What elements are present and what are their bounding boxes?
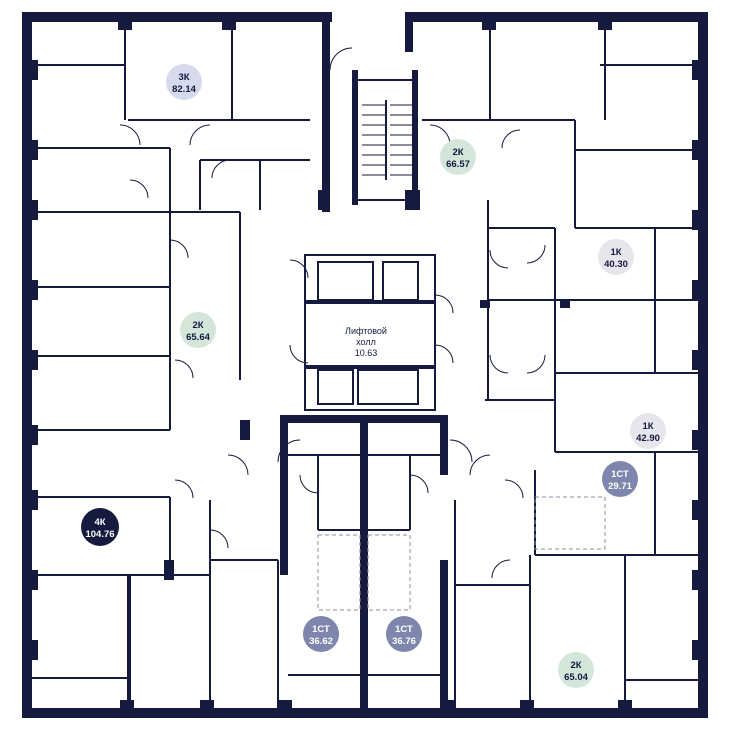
lift-core xyxy=(304,254,436,411)
unit-badge-2k-65-right[interactable]: 2К 65.04 xyxy=(558,652,594,688)
staircase xyxy=(352,70,418,205)
hall-area: 10.63 xyxy=(355,348,378,358)
unit-badge-1ct-36-62[interactable]: 1СТ 36.62 xyxy=(303,616,339,652)
studio-block xyxy=(280,415,606,708)
unit-area: 82.14 xyxy=(172,84,196,95)
doors xyxy=(119,47,546,579)
unit-badge-3k-82[interactable]: 3К 82.14 xyxy=(166,64,202,100)
unit-badge-1ct-36-76[interactable]: 1СТ 36.76 xyxy=(386,616,422,652)
unit-type: 2К xyxy=(452,147,463,158)
unit-badge-2k-65-left[interactable]: 2К 65.64 xyxy=(180,312,216,348)
unit-type: 1СТ xyxy=(312,624,330,635)
unit-area: 36.76 xyxy=(392,636,416,647)
unit-type: 2К xyxy=(570,660,581,671)
unit-type: 1СТ xyxy=(395,624,413,635)
unit-area: 66.57 xyxy=(446,159,470,170)
unit-badge-1k-40[interactable]: 1К 40.30 xyxy=(598,239,634,275)
outer-walls xyxy=(22,12,708,718)
interior-walls xyxy=(32,22,698,708)
unit-area: 36.62 xyxy=(309,636,333,647)
unit-type: 1СТ xyxy=(611,469,629,480)
unit-badge-2k-66[interactable]: 2К 66.57 xyxy=(440,139,476,175)
unit-area: 29.71 xyxy=(608,481,632,492)
unit-type: 4К xyxy=(94,517,105,528)
unit-area: 42.90 xyxy=(636,433,660,444)
unit-area: 40.30 xyxy=(604,259,628,270)
unit-type: 1К xyxy=(610,247,621,258)
unit-type: 1К xyxy=(642,421,653,432)
unit-type: 3К xyxy=(178,72,189,83)
unit-badge-4k-104[interactable]: 4К 104.76 xyxy=(81,508,119,546)
unit-badge-1ct-29[interactable]: 1СТ 29.71 xyxy=(602,461,638,497)
unit-area: 65.64 xyxy=(186,332,210,343)
hall-label: Лифтовой xyxy=(345,326,387,336)
unit-area: 104.76 xyxy=(85,529,114,540)
hall-label-2: холл xyxy=(356,337,376,347)
unit-area: 65.04 xyxy=(564,672,588,683)
unit-badge-1k-42[interactable]: 1К 42.90 xyxy=(630,413,666,449)
unit-type: 2К xyxy=(192,320,203,331)
